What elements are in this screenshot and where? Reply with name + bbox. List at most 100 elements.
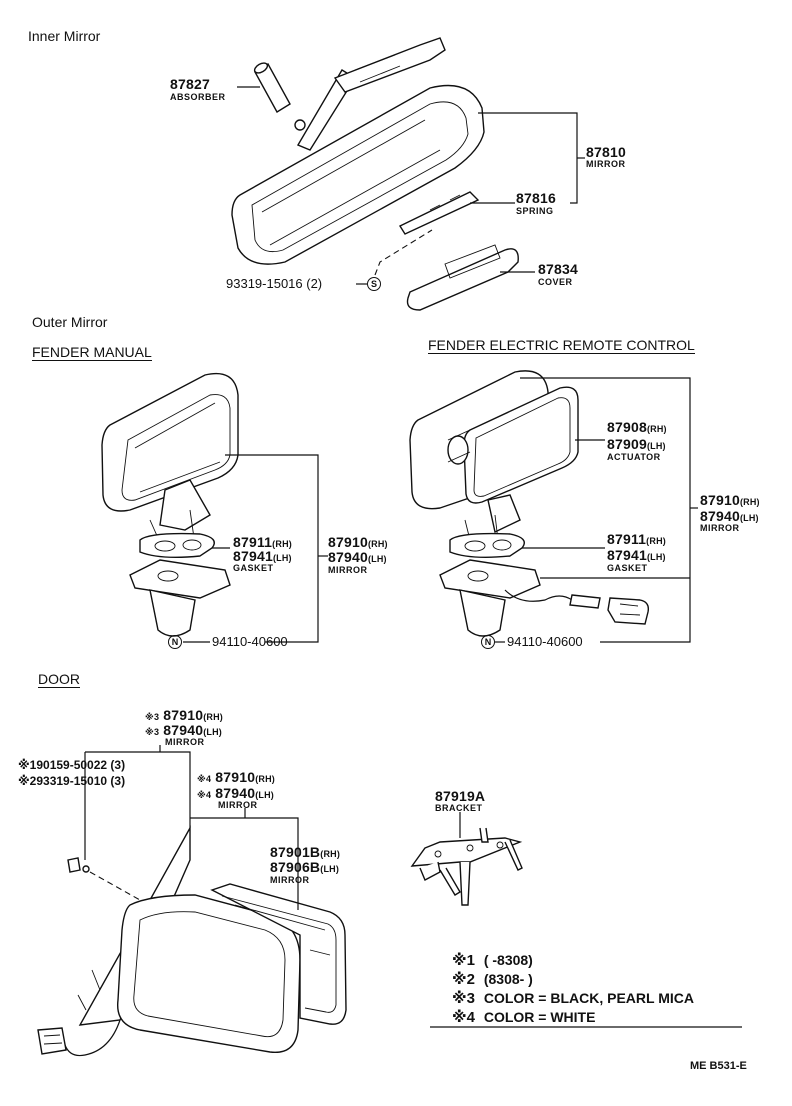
legend-text-1: ( -8308) bbox=[483, 952, 533, 968]
section-fender-manual: FENDER MANUAL bbox=[32, 344, 152, 361]
legend-text-3: COLOR = BLACK, PEARL MICA bbox=[483, 990, 694, 1006]
manual-mirror-lh-side: (LH) bbox=[367, 554, 387, 564]
manual-gasket-rh-number: 87911 bbox=[233, 534, 273, 550]
electric-actuator-lh-side: (LH) bbox=[646, 441, 666, 451]
electric-mirror-rh-side: (RH) bbox=[739, 497, 760, 507]
legend-row-4: ※4 COLOR = WHITE bbox=[452, 1010, 595, 1026]
door-top-rh-number: 87910 bbox=[163, 707, 204, 723]
fender-manual-drawing bbox=[101, 372, 328, 643]
door-mid-lh-number: 87940 bbox=[215, 785, 256, 801]
manual-gasket-lh-side: (LH) bbox=[272, 553, 292, 563]
label-manual-mirror-lh: 87940(LH) bbox=[328, 550, 387, 564]
legend-mark-4: ※4 bbox=[452, 1009, 475, 1026]
label-electric-actuator-rh: 87908(RH) bbox=[607, 420, 667, 434]
label-electric-mirror-rh: 87910(RH) bbox=[700, 493, 760, 507]
label-absorber-name: ABSORBER bbox=[170, 92, 226, 102]
electric-gasket-rh-number: 87911 bbox=[607, 531, 647, 547]
door-glass-rh-side: (RH) bbox=[320, 849, 341, 859]
label-screw-mark: S bbox=[367, 276, 381, 292]
label-door-glass-lh: 87906B(LH) bbox=[270, 860, 339, 874]
manual-gasket-lh-number: 87941 bbox=[233, 548, 273, 564]
electric-mirror-lh-side: (LH) bbox=[739, 513, 759, 523]
manual-gasket-rh-side: (RH) bbox=[272, 539, 292, 549]
door-glass-rh-number: 87901B bbox=[270, 844, 321, 860]
label-manual-mirror-name: MIRROR bbox=[328, 565, 368, 575]
legend-mark-1: ※1 bbox=[452, 952, 475, 969]
label-door-top-lh: ※3 87940(LH) bbox=[145, 723, 222, 737]
legend-mark-3: ※3 bbox=[452, 990, 475, 1007]
legend-text-2: (8308- ) bbox=[483, 971, 533, 987]
label-door-screw-2: ※293319-15010 (3) bbox=[18, 774, 126, 788]
electric-actuator-rh-side: (RH) bbox=[646, 424, 667, 434]
electric-nut-mark-n: N bbox=[481, 634, 495, 649]
manual-mirror-rh-side: (RH) bbox=[367, 539, 388, 549]
section-outer-mirror: Outer Mirror bbox=[32, 314, 108, 330]
legend-text-4: COLOR = WHITE bbox=[483, 1009, 596, 1025]
legend-mark-2: ※2 bbox=[452, 971, 475, 988]
electric-actuator-lh-number: 87909 bbox=[607, 436, 647, 452]
label-bracket-number: 87919A bbox=[435, 788, 486, 804]
door-mid-lh-side: (LH) bbox=[255, 790, 274, 800]
label-door-mid-lh: ※4 87940(LH) bbox=[197, 786, 274, 800]
label-screw-number: 93319-15016 (2) bbox=[226, 276, 323, 291]
label-manual-mirror-rh: 87910(RH) bbox=[328, 535, 388, 549]
label-door-mid-rh: ※4 87910(RH) bbox=[197, 770, 275, 784]
door-mid-rh-mark: ※4 bbox=[197, 774, 212, 784]
label-cover-name: COVER bbox=[538, 277, 573, 287]
label-door-glass-name: MIRROR bbox=[270, 875, 310, 885]
label-spring-name: SPRING bbox=[516, 206, 554, 216]
label-door-top-rh: ※3 87910(RH) bbox=[145, 708, 223, 722]
label-door-glass-rh: 87901B(RH) bbox=[270, 845, 340, 859]
label-electric-mirror-lh: 87940(LH) bbox=[700, 509, 759, 523]
legend-row-3: ※3 COLOR = BLACK, PEARL MICA bbox=[452, 991, 694, 1007]
label-mirror-name: MIRROR bbox=[586, 159, 626, 169]
door-top-rh-side: (RH) bbox=[203, 712, 223, 722]
section-door: DOOR bbox=[38, 671, 80, 688]
label-electric-gasket-lh: 87941(LH) bbox=[607, 548, 666, 562]
door-mirror-drawing bbox=[37, 745, 742, 1057]
door-top-lh-side: (LH) bbox=[203, 727, 222, 737]
label-cover-number: 87834 bbox=[538, 261, 578, 277]
diagram-reference-code: ME B531-E bbox=[690, 1060, 747, 1072]
label-bracket-name: BRACKET bbox=[435, 803, 483, 813]
fender-electric-drawing bbox=[409, 370, 698, 643]
electric-gasket-rh-side: (RH) bbox=[646, 536, 666, 546]
label-door-mid-name: MIRROR bbox=[218, 800, 258, 810]
door-top-rh-mark: ※3 bbox=[145, 712, 160, 722]
label-door-top-name: MIRROR bbox=[165, 737, 205, 747]
label-manual-nut-mark: N bbox=[168, 634, 182, 650]
manual-mirror-lh-number: 87940 bbox=[328, 549, 368, 565]
label-electric-nut-mark: N bbox=[481, 634, 495, 650]
door-top-lh-mark: ※3 bbox=[145, 727, 160, 737]
door-mid-lh-mark: ※4 bbox=[197, 790, 212, 800]
door-glass-lh-number: 87906B bbox=[270, 859, 321, 875]
label-electric-nut-number: 94110-40600 bbox=[507, 634, 583, 649]
label-electric-gasket-rh: 87911(RH) bbox=[607, 532, 666, 546]
door-top-lh-number: 87940 bbox=[163, 722, 204, 738]
label-absorber-number: 87827 bbox=[170, 76, 210, 92]
label-manual-gasket-lh: 87941(LH) bbox=[233, 549, 292, 563]
electric-actuator-rh-number: 87908 bbox=[607, 419, 647, 435]
label-spring-number: 87816 bbox=[516, 190, 556, 206]
electric-gasket-lh-number: 87941 bbox=[607, 547, 647, 563]
inner-mirror-drawing bbox=[231, 37, 585, 311]
manual-nut-mark-n: N bbox=[168, 634, 182, 649]
label-manual-nut-number: 94110-40600 bbox=[212, 634, 288, 649]
manual-mirror-rh-number: 87910 bbox=[328, 534, 368, 550]
label-manual-gasket-name: GASKET bbox=[233, 563, 274, 573]
legend-row-1: ※1 ( -8308) bbox=[452, 953, 533, 969]
label-electric-gasket-name: GASKET bbox=[607, 563, 648, 573]
label-electric-actuator-name: ACTUATOR bbox=[607, 452, 661, 462]
section-inner-mirror: Inner Mirror bbox=[28, 28, 101, 44]
electric-mirror-rh-number: 87910 bbox=[700, 492, 740, 508]
label-door-screw-1: ※190159-50022 (3) bbox=[18, 758, 126, 772]
electric-gasket-lh-side: (LH) bbox=[646, 552, 666, 562]
door-mid-rh-number: 87910 bbox=[215, 769, 256, 785]
label-manual-gasket-rh: 87911(RH) bbox=[233, 535, 292, 549]
door-glass-lh-side: (LH) bbox=[320, 864, 340, 874]
legend-row-2: ※2 (8308- ) bbox=[452, 972, 533, 988]
door-mid-rh-side: (RH) bbox=[255, 774, 275, 784]
section-fender-electric: FENDER ELECTRIC REMOTE CONTROL bbox=[428, 337, 695, 354]
